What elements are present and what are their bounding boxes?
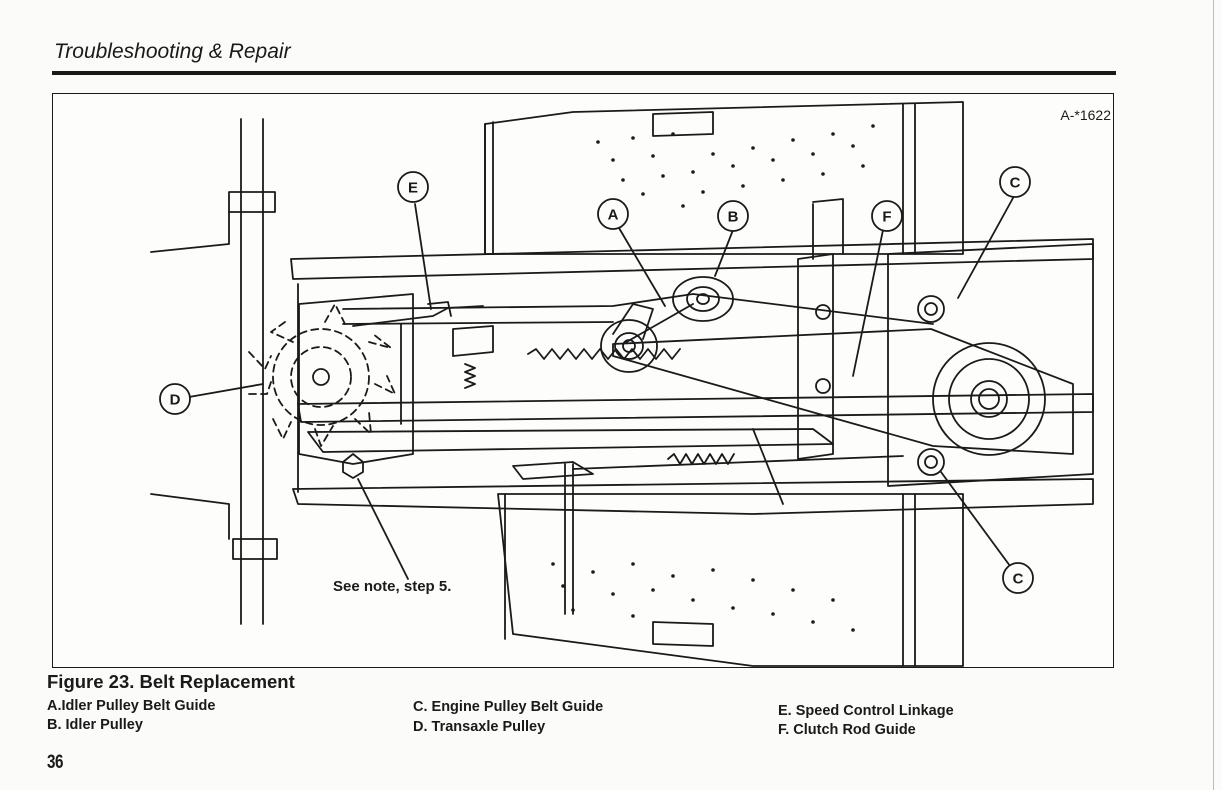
- header-rule: [52, 71, 1116, 75]
- legend-b: B. Idler Pulley: [47, 717, 143, 733]
- idler-pulley: [673, 277, 733, 321]
- transaxle-pulley: [273, 329, 369, 425]
- section-title: Troubleshooting & Repair: [54, 40, 291, 64]
- callout-c-bottom: C: [1013, 571, 1024, 588]
- callout-d: D: [170, 392, 181, 409]
- lower-deck-panel: [498, 494, 963, 666]
- legend-d: D. Transaxle Pulley: [413, 719, 545, 735]
- callout-e: E: [408, 180, 418, 197]
- legend-e: E. Speed Control Linkage: [778, 703, 954, 719]
- see-note-label: See note, step 5.: [333, 578, 451, 595]
- legend-c: C. Engine Pulley Belt Guide: [413, 699, 603, 715]
- callout-b: B: [728, 209, 739, 226]
- legend-a: A.Idler Pulley Belt Guide: [47, 698, 215, 714]
- figure-id: A-*1622: [1060, 107, 1111, 123]
- callout-a: A: [608, 207, 619, 224]
- mechanical-drawing: E A B F C C D See note, step 5. A-*1622: [53, 94, 1114, 668]
- page-number: 36: [47, 752, 63, 774]
- belt-replacement-figure: E A B F C C D See note, step 5. A-*1622: [52, 93, 1114, 668]
- legend-f: F. Clutch Rod Guide: [778, 722, 916, 738]
- figure-caption: Figure 23. Belt Replacement: [47, 671, 295, 693]
- callout-f: F: [882, 209, 891, 226]
- callout-c-top: C: [1010, 175, 1021, 192]
- page-edge-line: [1213, 0, 1214, 790]
